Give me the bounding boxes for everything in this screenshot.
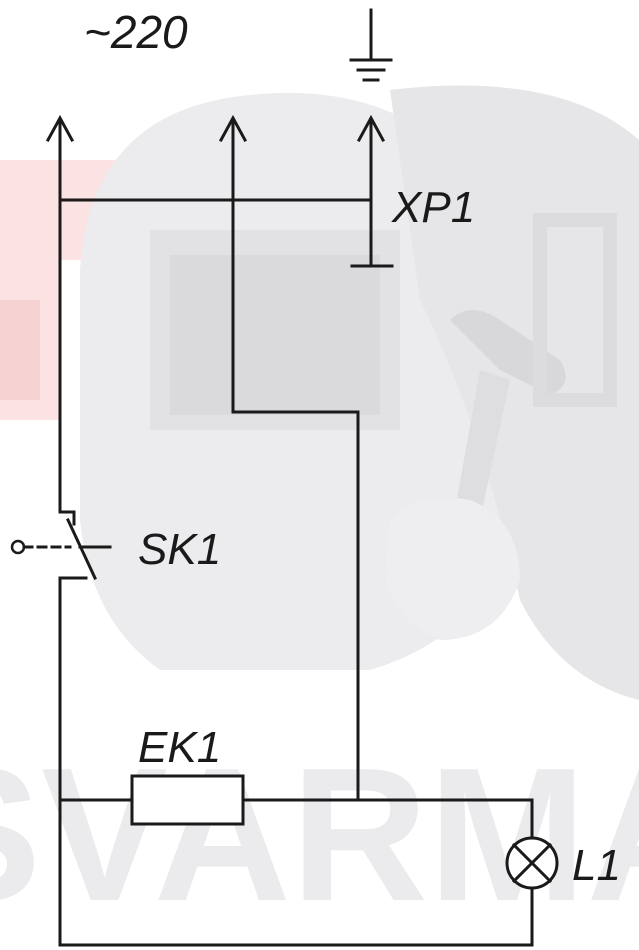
lamp-l1-icon [505,836,559,890]
ground-icon [349,8,393,82]
switch-label: SK1 [138,525,221,574]
heater-label: EK1 [138,723,221,772]
connector-label: XP1 [391,183,475,232]
switch-sk1 [10,518,112,580]
watermark-text: SVARMA [0,729,639,941]
heater-ek1-resistor [130,774,245,826]
lamp-label: L1 [572,841,621,890]
wires [45,114,534,947]
watermark-logo: SVARMA [0,85,639,941]
supply-label: ~220 [84,6,188,58]
switch-knob-icon [10,539,26,555]
